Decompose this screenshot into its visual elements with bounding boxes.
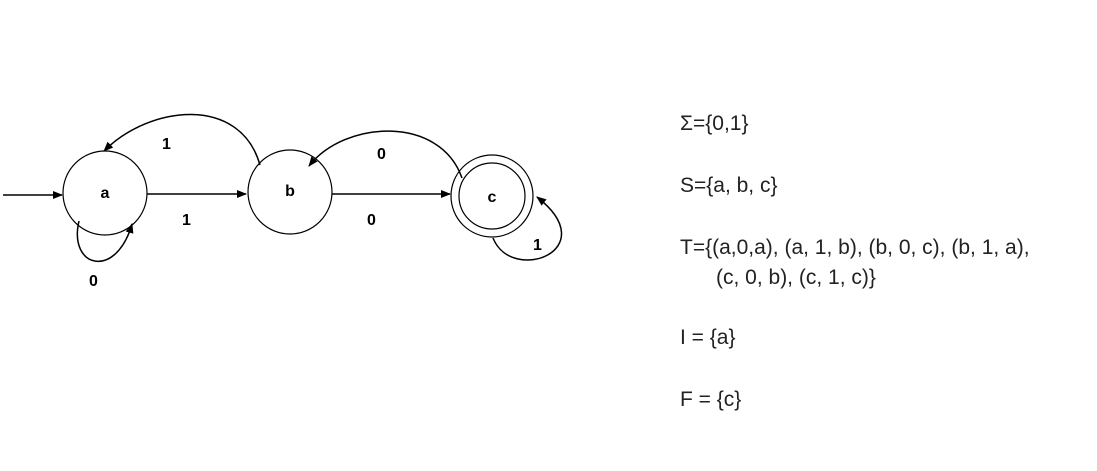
state-c: c [450,154,534,238]
state-b: b [247,149,333,235]
edge-a-a-label: 0 [89,273,98,290]
state-c-inner-circle [458,162,526,230]
alphabet-definition: Σ={0,1} [680,112,749,135]
edge-a-a [76,220,134,263]
transitions-definition-line1: T={(a,0,a), (a, 1, b), (b, 0, c), (b, 1,… [680,236,1030,259]
transitions-definition-line2: (c, 0, b), (c, 1, c)} [716,266,876,289]
initial-states-definition: I = {a} [680,326,736,349]
edge-c-b [308,130,463,179]
edge-a-b-label: 1 [182,212,191,229]
state-a-label: a [101,185,110,202]
edge-c-b-label: 0 [377,146,386,163]
edge-b-a [103,113,261,166]
automaton-diagram: a b c 1 0 1 0 0 1 [3,113,563,290]
state-b-circle [247,149,333,235]
state-a: a [62,150,148,236]
state-b-label: b [285,183,295,200]
states-definition: S={a, b, c} [680,174,778,197]
edge-c-c-label: 1 [533,237,542,254]
state-c-label: c [488,189,497,206]
edge-b-a-label: 1 [162,136,171,153]
edge-c-c [492,196,563,261]
final-states-definition: F = {c} [680,388,742,411]
edge-b-c-label: 0 [367,212,376,229]
